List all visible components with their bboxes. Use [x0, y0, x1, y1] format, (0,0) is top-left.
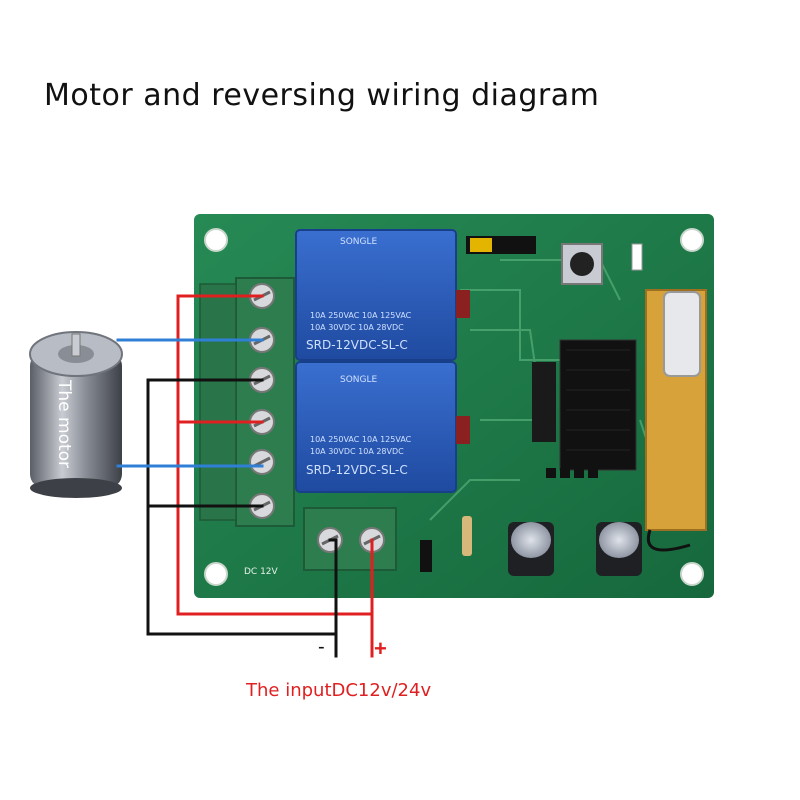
- wire-red: [176, 294, 374, 616]
- rf-receiver-chip: [559, 339, 637, 471]
- push-button-sw1: [561, 243, 603, 285]
- relay-rating-label: 10A 30VDC 10A 28VDC: [310, 447, 404, 456]
- relay-model-label: SRD-12VDC-SL-C: [306, 338, 408, 352]
- led3: [631, 243, 643, 271]
- relay-brand-label: SONGLE: [340, 375, 378, 385]
- motor-label: The motor: [54, 380, 74, 469]
- relay-rating-label: 10A 30VDC 10A 28VDC: [310, 323, 404, 332]
- terminal-plus-label: +: [374, 636, 387, 661]
- power-label: DC 12V: [244, 567, 279, 577]
- motor: [29, 331, 123, 498]
- relay-rating-label: 10A 250VAC 10A 125VAC: [310, 435, 412, 444]
- capacitor-c2: [596, 522, 642, 576]
- capacitor-c1: [508, 522, 554, 576]
- wire-black: [328, 538, 338, 658]
- relay-2: SONGLE 10A 250VAC 10A 125VAC 10A 30VDC 1…: [295, 361, 457, 493]
- mount-hole-icon: [204, 228, 228, 252]
- rf-module: [645, 289, 707, 552]
- relay-model-label: SRD-12VDC-SL-C: [306, 463, 408, 477]
- mount-hole-icon: [680, 562, 704, 586]
- output-terminal-block: [199, 277, 295, 527]
- mount-hole-icon: [680, 228, 704, 252]
- terminal-minus-label: -: [318, 636, 325, 658]
- relay-rating-label: 10A 250VAC 10A 125VAC: [310, 311, 412, 320]
- page-title: Motor and reversing wiring diagram: [44, 78, 600, 113]
- relay-brand-label: SONGLE: [340, 237, 378, 247]
- ic-u1: [532, 362, 556, 442]
- diode-icon: [456, 416, 470, 444]
- jumper-header: [466, 236, 536, 254]
- mount-hole-icon: [204, 562, 228, 586]
- diode-d3: [420, 540, 432, 572]
- header-pins: [546, 468, 598, 478]
- resistor-r1: [462, 516, 472, 556]
- wires: [116, 294, 374, 658]
- input-voltage-label: The inputDC12v/24v: [246, 680, 432, 701]
- diode-icon: [456, 290, 470, 318]
- relay-1: SONGLE 10A 250VAC 10A 125VAC 10A 30VDC 1…: [295, 229, 457, 361]
